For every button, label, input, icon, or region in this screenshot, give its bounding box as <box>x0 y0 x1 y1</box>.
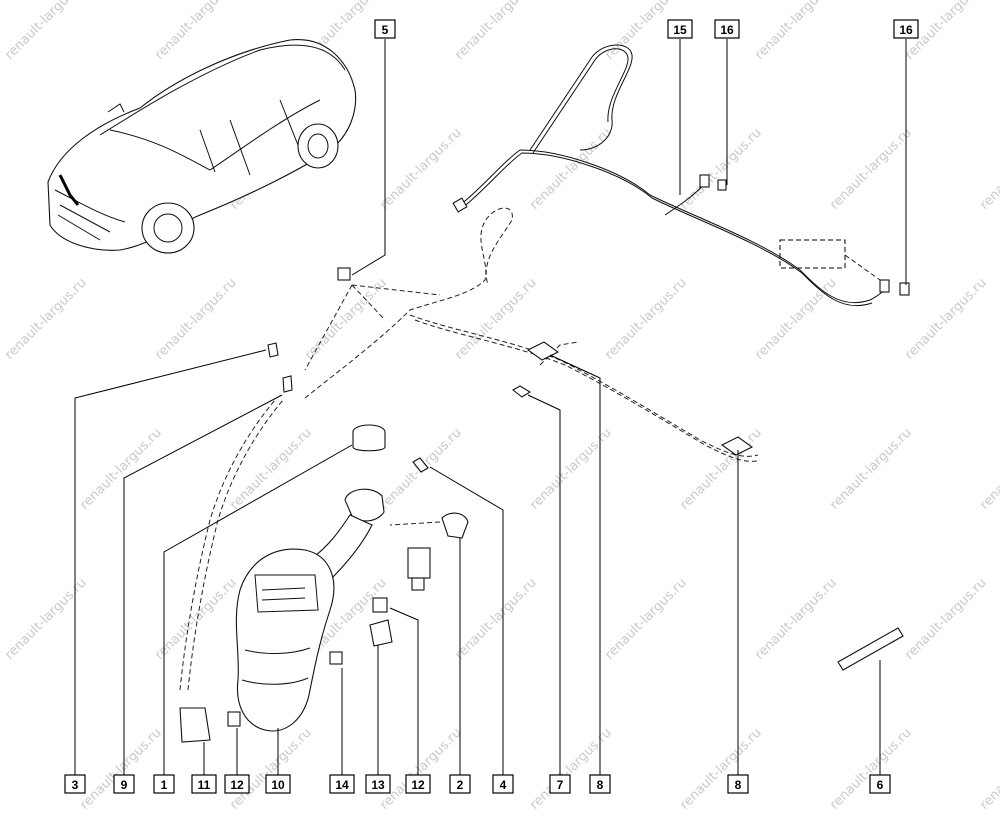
svg-text:12: 12 <box>411 778 425 792</box>
callout-7: 7 <box>549 774 571 794</box>
svg-text:15: 15 <box>673 23 687 37</box>
svg-text:8: 8 <box>597 778 604 792</box>
watermark-text: renault-largus.ru <box>152 0 239 63</box>
watermark-text: renault-largus.ru <box>677 425 764 512</box>
watermark-text: renault-largus.ru <box>827 125 914 212</box>
callout-4: 4 <box>492 774 514 794</box>
washer-reservoir <box>179 424 469 743</box>
watermark-text: renault-largus.ru <box>152 275 239 362</box>
callout-5: 5 <box>374 19 396 39</box>
watermark-text: renault-largus.ru <box>527 425 614 512</box>
callout-13: 13 <box>365 774 391 794</box>
watermark-text: renault-largus.ru <box>527 725 614 812</box>
watermark-text: renault-largus.ru <box>827 725 914 812</box>
watermark-text: renault-largus.ru <box>2 575 89 662</box>
svg-text:12: 12 <box>230 778 244 792</box>
callout-8-right: 8 <box>727 774 749 794</box>
watermark-text: renault-largus.ru <box>677 125 764 212</box>
callout-8-left: 8 <box>589 774 611 794</box>
wiring-harness <box>452 44 910 307</box>
svg-text:9: 9 <box>121 778 128 792</box>
watermark-text: renault-largus.ru <box>977 125 1000 212</box>
callout-9: 9 <box>113 774 135 794</box>
callout-14: 14 <box>329 774 355 794</box>
watermark-text: renault-largus.ru <box>752 275 839 362</box>
callout-11: 11 <box>191 774 217 794</box>
callout-16-left: 16 <box>714 19 740 39</box>
watermark-text: renault-largus.ru <box>302 275 389 362</box>
watermark-text: renault-largus.ru <box>752 0 839 63</box>
watermark-text: renault-largus.ru <box>677 725 764 812</box>
watermark-text: renault-largus.ru <box>977 425 1000 512</box>
svg-text:1: 1 <box>161 778 168 792</box>
watermark-text: renault-largus.ru <box>452 575 539 662</box>
watermark-text: renault-largus.ru <box>152 575 239 662</box>
watermark-text: renault-largus.ru <box>377 725 464 812</box>
watermark-text: renault-largus.ru <box>227 425 314 512</box>
callout-15: 15 <box>667 19 693 39</box>
svg-text:7: 7 <box>557 778 564 792</box>
car-illustration <box>47 39 357 254</box>
svg-text:14: 14 <box>335 778 349 792</box>
watermark-text: renault-largus.ru <box>902 575 989 662</box>
watermark-text: renault-largus.ru <box>452 275 539 362</box>
callout-16-right: 16 <box>893 19 919 39</box>
callout-1: 1 <box>153 774 175 794</box>
watermark-text: renault-largus.ru <box>377 125 464 212</box>
watermark-text: renault-largus.ru <box>977 725 1000 812</box>
watermark-text: renault-largus.ru <box>77 725 164 812</box>
svg-text:2: 2 <box>457 778 464 792</box>
watermark-text: renault-largus.ru <box>2 275 89 362</box>
svg-text:10: 10 <box>271 778 285 792</box>
svg-text:5: 5 <box>382 23 389 37</box>
watermark-text: renault-largus.ru <box>602 575 689 662</box>
leader-lines <box>74 39 907 775</box>
callout-12-right: 12 <box>405 774 431 794</box>
svg-text:8: 8 <box>735 778 742 792</box>
watermark-text: renault-largus.ru <box>452 0 539 63</box>
svg-text:13: 13 <box>371 778 385 792</box>
watermark-text: renault-largus.ru <box>902 275 989 362</box>
callout-3: 3 <box>64 774 86 794</box>
small-parts <box>267 267 904 671</box>
watermark-text: renault-largus.ru <box>77 425 164 512</box>
callout-6: 6 <box>869 774 891 794</box>
svg-text:4: 4 <box>500 778 507 792</box>
washer-hose <box>179 207 761 691</box>
svg-text:6: 6 <box>877 778 884 792</box>
svg-text:16: 16 <box>720 23 734 37</box>
watermark-text: renault-largus.ru <box>752 575 839 662</box>
callout-2: 2 <box>449 774 471 794</box>
watermark-text: renault-largus.ru <box>527 125 614 212</box>
watermark-text: renault-largus.ru <box>602 275 689 362</box>
watermark-text: renault-largus.ru <box>2 0 89 63</box>
svg-text:3: 3 <box>72 778 79 792</box>
watermark-text: renault-largus.ru <box>227 725 314 812</box>
callout-12-left: 12 <box>224 774 250 794</box>
svg-text:11: 11 <box>198 778 211 792</box>
callout-boxes: 5 15 16 16 3 9 1 11 12 10 14 13 12 2 4 7… <box>64 19 919 794</box>
callout-10: 10 <box>265 774 291 794</box>
svg-text:16: 16 <box>899 23 913 37</box>
watermark-text: renault-largus.ru <box>827 425 914 512</box>
